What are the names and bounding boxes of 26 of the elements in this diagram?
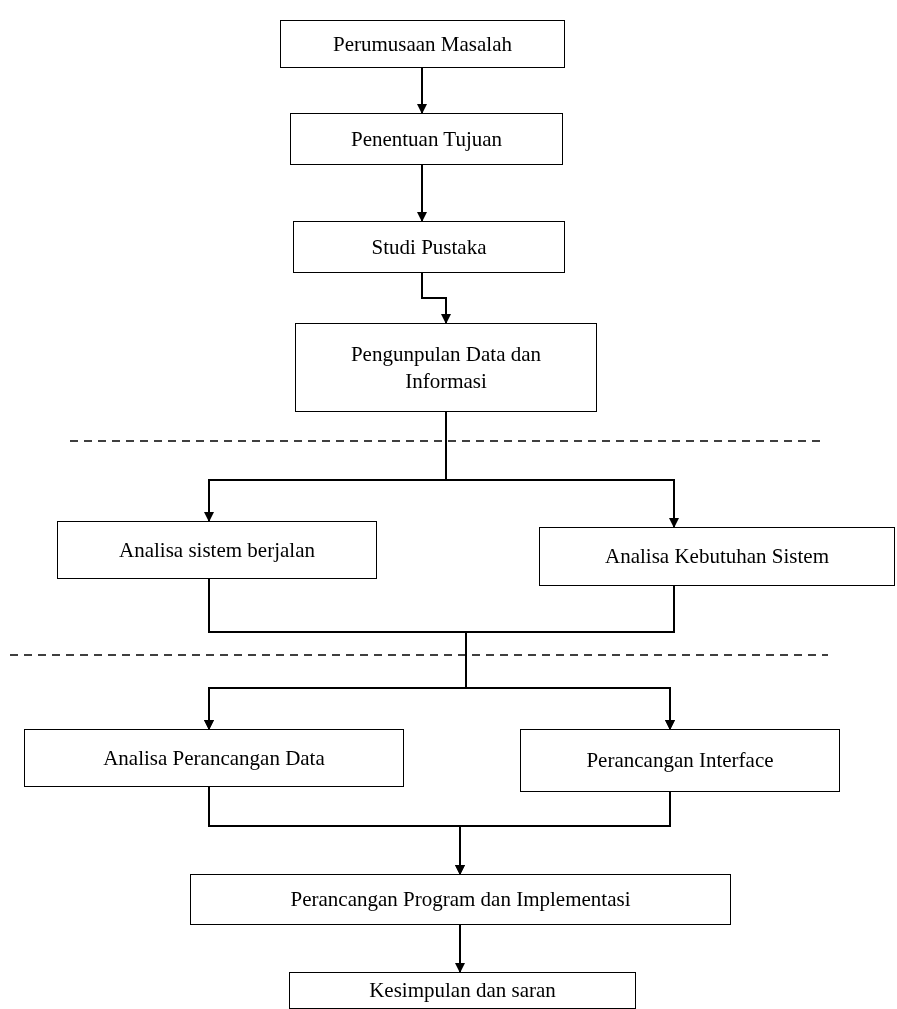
process-box [520, 729, 840, 792]
step-label: Penentuan Tujuan [350, 125, 503, 153]
process-box [24, 729, 404, 787]
process-box [289, 972, 636, 1009]
step-label: Analisa sistem berjalan [119, 536, 315, 564]
step-label: Studi Pustaka [371, 233, 487, 261]
arrow [455, 791, 671, 875]
arrow [421, 272, 451, 324]
process-box [295, 323, 597, 412]
step-label: Kesimpulan dan saran [369, 977, 556, 1004]
process-box [539, 527, 895, 586]
step-label: Pengunpulan Data dan Informasi [349, 341, 543, 394]
process-box [293, 221, 565, 273]
step-label: Perancangan Interface [586, 747, 774, 774]
arrow [445, 411, 679, 528]
process-box [290, 113, 563, 165]
process-box [190, 874, 731, 925]
arrow [417, 164, 427, 222]
process-box [280, 20, 565, 68]
process-box [57, 521, 377, 579]
step-label: Perancangan Program dan Implementasi [290, 886, 631, 913]
step-label: Analisa Kebutuhan Sistem [605, 543, 829, 570]
step-label: Perumusaan Masalah [332, 30, 512, 58]
arrow [417, 67, 427, 114]
arrow [455, 924, 465, 973]
step-label: Analisa Perancangan Data [103, 744, 325, 772]
